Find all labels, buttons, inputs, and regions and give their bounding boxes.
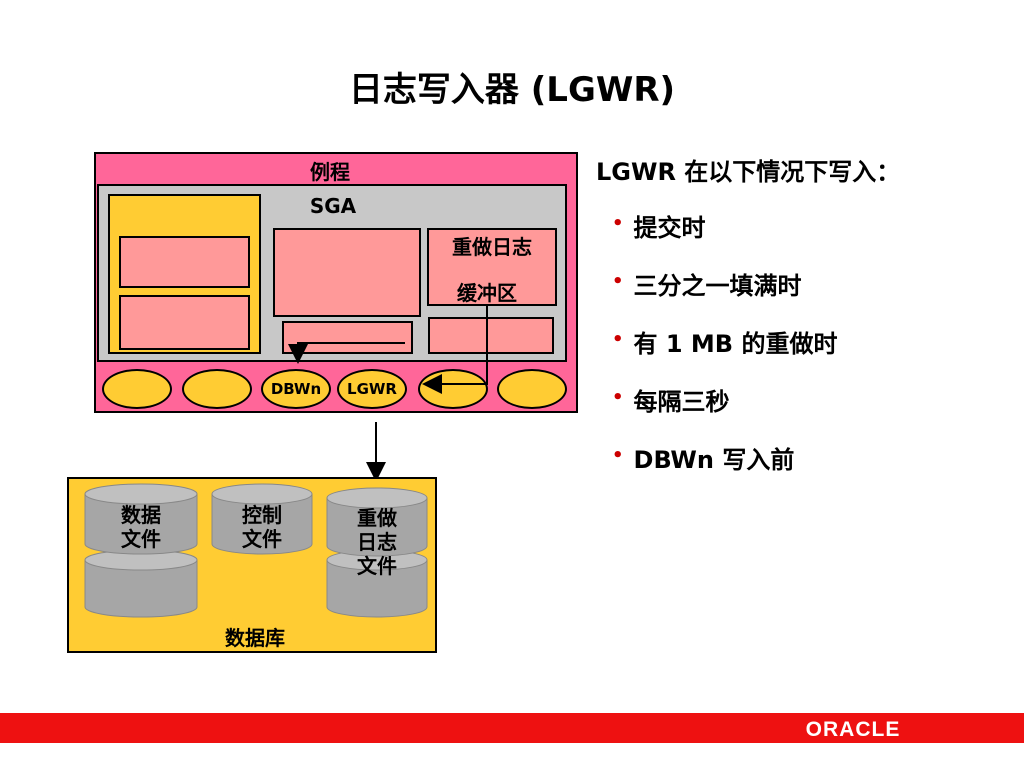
redo-log-buffer-label-1: 重做日志 bbox=[452, 235, 532, 259]
list-item: •三分之一填满时 bbox=[612, 271, 802, 300]
svg-text:ORACLE: ORACLE bbox=[806, 718, 901, 740]
redo-to-lgwr-arrow bbox=[422, 306, 488, 394]
notes-list: •提交时 •三分之一填满时 •有 1 MB 的重做时 •每隔三秒 •DBWn 写… bbox=[612, 208, 837, 498]
oracle-logo: ORACLE bbox=[806, 718, 901, 740]
bullet-icon: • bbox=[612, 387, 624, 408]
dbwn-process: DBWn bbox=[261, 369, 331, 409]
bullet-icon: • bbox=[612, 213, 624, 234]
sga-block-right bbox=[428, 317, 554, 354]
database-buffer-cache bbox=[273, 228, 421, 317]
notes-heading: LGWR 在以下情况下写入： bbox=[596, 158, 901, 186]
cache-to-dbwn-arrow bbox=[288, 342, 405, 364]
background-process bbox=[497, 369, 567, 409]
list-item: •提交时 bbox=[612, 213, 706, 242]
lgwr-process: LGWR bbox=[337, 369, 407, 409]
database-label: 数据库 bbox=[225, 626, 285, 650]
redo-log-buffer bbox=[427, 228, 557, 306]
controlfiles-cylinder bbox=[211, 483, 313, 555]
slide-title: 日志写入器 (LGWR) bbox=[348, 70, 676, 110]
shared-pool-block-top bbox=[119, 236, 250, 288]
list-item: •每隔三秒 bbox=[612, 387, 730, 416]
redolog-cylinder bbox=[326, 487, 428, 618]
bullet-icon: • bbox=[612, 271, 624, 292]
datafiles-cylinder bbox=[84, 483, 198, 618]
redologfiles-label: 重做 日志 文件 bbox=[357, 506, 397, 578]
footer-bar bbox=[0, 713, 1024, 743]
list-item: •有 1 MB 的重做时 bbox=[612, 329, 838, 358]
bullet-icon: • bbox=[612, 329, 624, 350]
buffer-cache-block bbox=[282, 321, 413, 354]
shared-pool-block-bottom bbox=[119, 295, 250, 350]
background-process bbox=[182, 369, 252, 409]
background-process bbox=[102, 369, 172, 409]
controlfiles-label: 控制 文件 bbox=[242, 503, 282, 551]
instance-label: 例程 bbox=[310, 160, 350, 184]
list-item: •DBWn 写入前 bbox=[612, 445, 795, 474]
bullet-icon: • bbox=[612, 445, 624, 466]
sga-label: SGA bbox=[309, 194, 357, 218]
redo-log-buffer-label-2: 缓冲区 bbox=[457, 281, 517, 305]
datafiles-label: 数据 文件 bbox=[121, 503, 161, 551]
